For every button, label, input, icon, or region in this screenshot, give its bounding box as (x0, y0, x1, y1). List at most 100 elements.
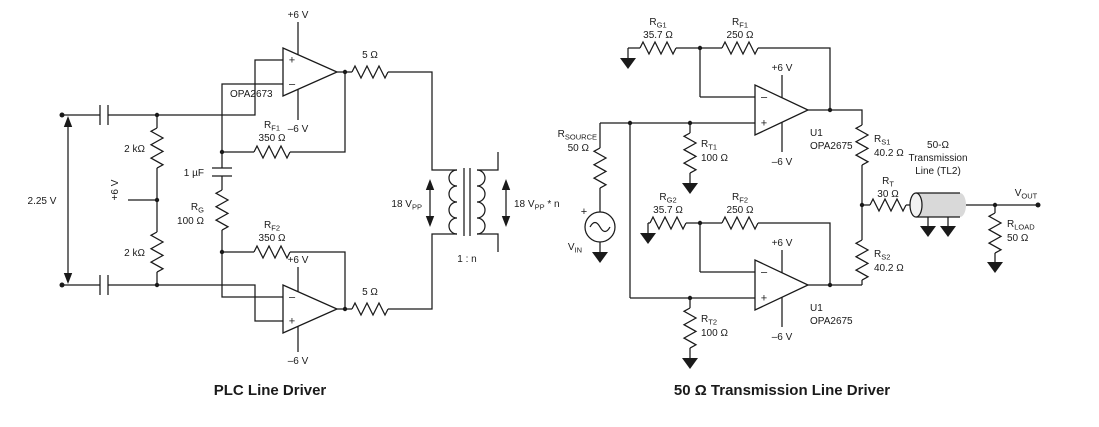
resistor-rg-symbol (215, 189, 229, 231)
vin-label: VIN (568, 242, 582, 255)
input-capacitor-top (99, 105, 109, 125)
junction-dot (154, 112, 160, 118)
opamp-top-plus-sign: + (761, 118, 767, 130)
bias-voltage-label: +6 V (110, 179, 121, 200)
resistor-rf1-symbol (253, 145, 291, 159)
junction-dot (697, 220, 703, 226)
vout-terminal (1035, 202, 1041, 208)
primary-voltage-arrow (425, 179, 435, 227)
ground-symbol (987, 262, 1003, 273)
resistor-5ohm-top-symbol (351, 65, 389, 79)
rs1-value: 40.2 Ω (874, 148, 904, 159)
rt2-value: 100 Ω (701, 328, 728, 339)
junction-dot (859, 202, 865, 208)
vin-polarity-sign: + (581, 206, 587, 218)
rt-value: 30 Ω (877, 189, 899, 200)
resistor-2k-bottom-label: 2 kΩ (124, 248, 145, 259)
opamp-bottom-minus-sign: – (761, 267, 768, 279)
resistor-5ohm-bottom-label: 5 Ω (362, 287, 378, 298)
ground-symbol (682, 183, 698, 194)
opamp-top-part-label: OPA2675 (810, 141, 853, 152)
sine-wave-icon (589, 221, 611, 233)
opamp-bottom-designator: U1 (810, 303, 823, 314)
input-terminal-top (59, 112, 65, 118)
opamp-top-designator: U1 (810, 128, 823, 139)
rg2-value: 35.7 Ω (653, 205, 683, 216)
transformer (448, 168, 486, 236)
ground-symbol (640, 233, 656, 244)
rt2-label: RT2 (701, 314, 717, 327)
opamp-bottom-part-label: OPA2675 (810, 316, 853, 327)
plc-line-driver-circuit: + – – + (28, 10, 560, 399)
junction-dot (219, 149, 225, 155)
rsource-value: 50 Ω (568, 143, 590, 154)
input-capacitor-bottom (99, 275, 109, 295)
opamp-top-vpos-label: +6 V (288, 10, 309, 21)
coax-transmission-line (909, 192, 966, 218)
input-voltage-arrow (63, 116, 73, 284)
junction-dot (827, 282, 833, 288)
rload-label: RLOAD (1007, 219, 1035, 232)
junction-dot (154, 282, 160, 288)
opamp-bottom (282, 283, 339, 335)
opamp-bottom-vpos-label: +6 V (772, 238, 793, 249)
resistor-rf2-symbol (721, 216, 759, 230)
turns-ratio-label: 1 : n (457, 254, 476, 265)
resistor-rg1-symbol (639, 41, 677, 55)
rg1-label: RG1 (649, 17, 666, 30)
ground-symbol (682, 358, 698, 369)
rf2-value: 350 Ω (259, 233, 286, 244)
junction-dot (827, 107, 833, 113)
secondary-voltage-label: 18 VPP * n (514, 199, 560, 212)
tld-wiring (599, 47, 1038, 358)
opamp-top-minus-sign: – (289, 79, 296, 91)
resistor-rs2-symbol (855, 239, 869, 281)
junction-dot (697, 45, 703, 51)
rt-label: RT (882, 176, 894, 189)
input-terminal-bottom (59, 282, 65, 288)
transformer-core (463, 168, 471, 236)
junction-dot (992, 202, 998, 208)
resistor-rg2-symbol (649, 216, 687, 230)
resistor-rf1-symbol (721, 41, 759, 55)
rg1-value: 35.7 Ω (643, 30, 673, 41)
coupling-cap-label: 1 µF (184, 168, 204, 179)
tline-label-2: Transmission (908, 153, 967, 164)
resistor-rf2-symbol (253, 245, 291, 259)
junction-dot (687, 295, 693, 301)
junction-dot (627, 120, 633, 126)
ground-symbol (940, 226, 956, 237)
rs1-label: RS1 (874, 134, 890, 147)
junction-dot (154, 197, 160, 203)
ground-symbol (920, 226, 936, 237)
secondary-voltage-arrow (501, 179, 511, 227)
opamp-top-minus-sign: – (761, 92, 768, 104)
resistor-rt1-symbol (683, 132, 697, 174)
primary-voltage-label: 18 VPP (391, 199, 422, 212)
resistor-2k-top-label: 2 kΩ (124, 144, 145, 155)
plc-circuit-title: PLC Line Driver (214, 382, 327, 399)
opamp-bottom-vneg-label: –6 V (288, 356, 309, 367)
input-voltage-label: 2.25 V (28, 196, 57, 207)
resistor-rsource-symbol (593, 147, 607, 189)
rf2-value: 250 Ω (727, 205, 754, 216)
opamp-top-vpos-label: +6 V (772, 63, 793, 74)
tline-label-1: 50-Ω (927, 140, 949, 151)
tline-label-3: Line (TL2) (915, 166, 961, 177)
rg-value: 100 Ω (177, 216, 204, 227)
vout-label: VOUT (1015, 188, 1038, 201)
rload-value: 50 Ω (1007, 233, 1029, 244)
ground-symbol (620, 58, 636, 69)
rf1-label: RF1 (264, 120, 280, 133)
rf1-value: 350 Ω (259, 133, 286, 144)
opamp-top (282, 46, 339, 98)
opamp-bottom-plus-sign: + (761, 293, 767, 305)
opamp-bottom-vpos-label: +6 V (288, 255, 309, 266)
resistor-5ohm-top-label: 5 Ω (362, 50, 378, 61)
opamp-bottom (754, 258, 810, 312)
transmission-line-driver-circuit: – + – + RG1 35.7 Ω RF1 250 Ω RG2 (558, 17, 1041, 399)
junction-dot (219, 249, 225, 255)
junction-dot (342, 69, 348, 75)
